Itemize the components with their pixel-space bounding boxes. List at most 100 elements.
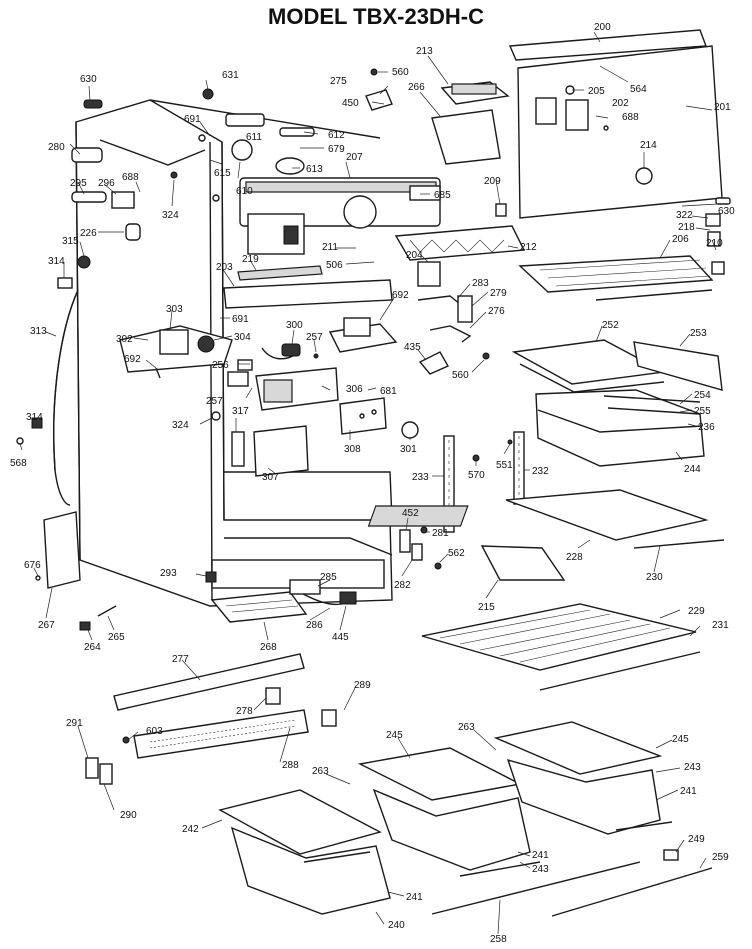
part-label: 324 — [162, 210, 179, 221]
part-label: 450 — [342, 98, 359, 109]
part-label: 243 — [684, 762, 701, 773]
part-label: 288 — [282, 760, 299, 771]
part-label: 229 — [688, 606, 705, 617]
part-label: 679 — [328, 144, 345, 155]
crisper-right — [493, 721, 673, 835]
part-label: 264 — [84, 642, 101, 653]
part-label: 551 — [496, 460, 513, 471]
panels-307 — [211, 411, 309, 477]
part-label: 317 — [232, 406, 249, 417]
part-label: 293 — [160, 568, 177, 579]
part-label: 241 — [532, 850, 549, 861]
part-label: 308 — [344, 444, 361, 455]
part-label: 263 — [312, 766, 329, 777]
part-label: 603 — [146, 726, 163, 737]
ice-tray-frame — [394, 225, 526, 261]
part-label: 230 — [646, 572, 663, 583]
part-label: 226 — [80, 228, 97, 239]
rail-277 — [113, 653, 305, 711]
part-label: 275 — [330, 76, 347, 87]
part-label: 259 — [712, 852, 729, 863]
part-label: 676 — [24, 560, 41, 571]
part-label: 562 — [448, 548, 465, 559]
upper-left-parts — [71, 88, 265, 241]
part-label: 322 — [676, 210, 693, 221]
part-label: 290 — [120, 810, 137, 821]
wire-shelf-229 — [421, 603, 701, 691]
drawer-236 — [535, 389, 705, 467]
part-label: 564 — [630, 84, 647, 95]
part-label: 255 — [694, 406, 711, 417]
part-label: 688 — [622, 112, 639, 123]
side-panel-267 — [35, 511, 117, 631]
knob-301 — [401, 421, 419, 439]
bottom-rails — [431, 849, 713, 917]
evaporator-cover — [508, 29, 723, 219]
crisper-cover-252 — [511, 339, 723, 393]
part-label: 295 — [70, 178, 87, 189]
kick-grille-288 — [122, 709, 309, 759]
ice-bucket — [431, 81, 510, 165]
part-label: 612 — [328, 130, 345, 141]
part-label: 445 — [332, 632, 349, 643]
part-label: 254 — [694, 390, 711, 401]
part-label: 307 — [262, 472, 279, 483]
leader-lines — [19, 31, 719, 935]
part-label: 611 — [246, 132, 262, 143]
part-label: 265 — [108, 632, 125, 643]
part-label: 213 — [416, 46, 433, 57]
part-label: 212 — [520, 242, 537, 253]
part-label: 303 — [166, 304, 183, 315]
part-label: 306 — [346, 384, 363, 395]
part-label: 681 — [380, 386, 397, 397]
part-label: 218 — [678, 222, 695, 233]
dairy-bin-215 — [480, 545, 566, 581]
part-label: 452 — [402, 508, 419, 519]
part-label: 232 — [532, 466, 549, 477]
part-label: 242 — [182, 824, 199, 835]
part-label: 324 — [172, 420, 189, 431]
part-label: 285 — [320, 572, 337, 583]
part-293 — [205, 571, 217, 583]
part-label: 283 — [472, 278, 489, 289]
part-label: 219 — [242, 254, 259, 265]
diagram-title: MODEL TBX-23DH-C — [268, 4, 484, 29]
part-label: 202 — [612, 98, 629, 109]
crisper-left — [218, 789, 391, 915]
glass-shelf-228 — [367, 489, 725, 549]
part-label: 691 — [184, 114, 201, 125]
part-label: 282 — [394, 580, 411, 591]
part-label: 209 — [484, 176, 501, 187]
part-label: 314 — [48, 256, 65, 267]
part-label: 252 — [602, 320, 619, 331]
parts-278-289 — [265, 687, 337, 727]
part-label: 570 — [468, 470, 485, 481]
shelf-standards — [443, 431, 525, 533]
part-label: 200 — [594, 22, 611, 33]
part-label: 560 — [452, 370, 469, 381]
part-number-labels: 200 213 560 564 631 275 266 205 202 201 … — [10, 22, 735, 945]
part-label: 279 — [490, 288, 507, 299]
rail-203 — [223, 265, 393, 309]
ice-maker-assembly — [231, 127, 441, 255]
part-label: 268 — [260, 642, 277, 653]
bracket-692 — [328, 317, 398, 353]
part-label: 276 — [488, 306, 505, 317]
part-label: 249 — [688, 834, 705, 845]
part-label: 211 — [322, 242, 338, 253]
top-center-fasteners — [365, 68, 507, 217]
part-label: 257 — [306, 332, 323, 343]
part-label: 201 — [714, 102, 731, 113]
part-label: 241 — [680, 786, 697, 797]
part-label: 204 — [406, 250, 423, 261]
part-label: 613 — [306, 164, 323, 175]
part-label: 244 — [684, 464, 701, 475]
part-label: 267 — [38, 620, 55, 631]
part-label: 688 — [122, 172, 139, 183]
part-label: 435 — [404, 342, 421, 353]
part-label: 258 — [490, 934, 507, 945]
part-label: 205 — [588, 86, 605, 97]
part-label: 289 — [354, 680, 371, 691]
part-label: 243 — [532, 864, 549, 875]
